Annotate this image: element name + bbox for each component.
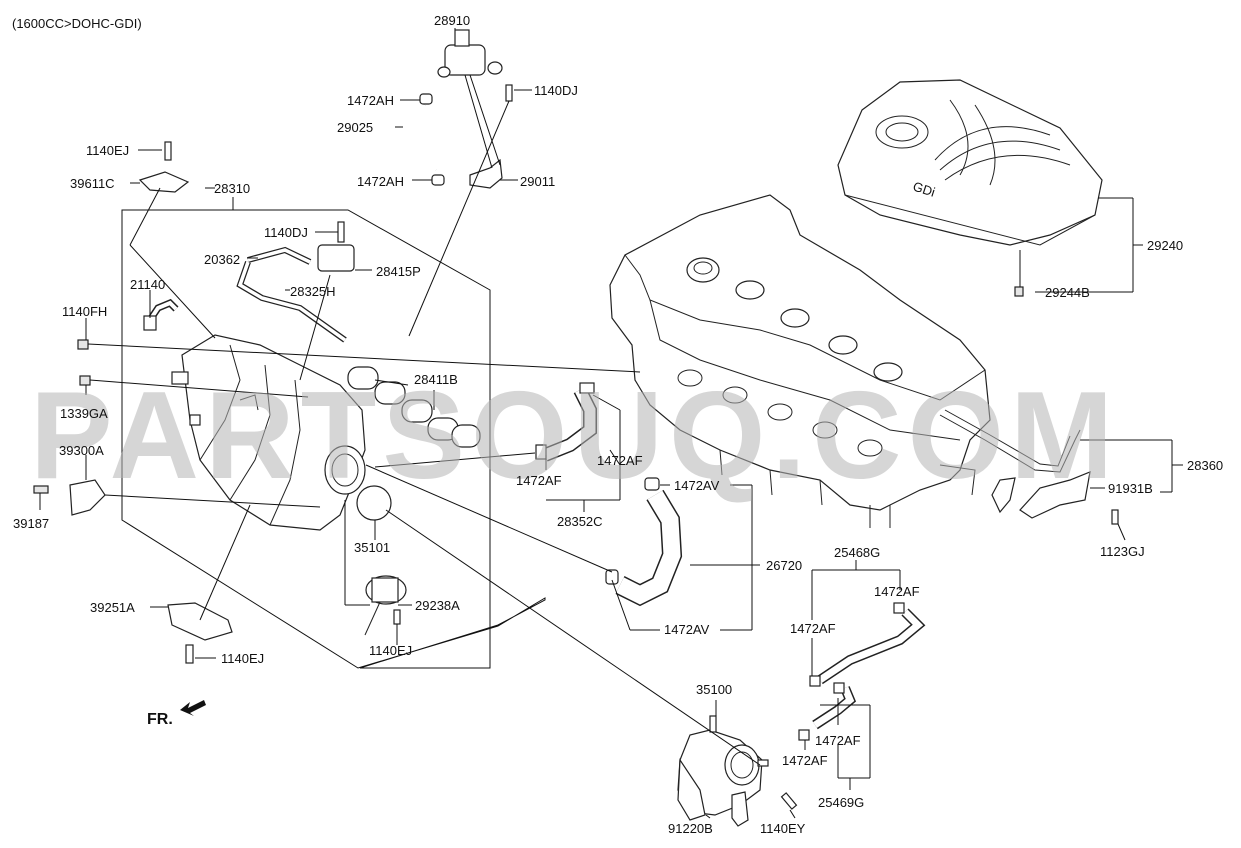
- bracket-39611c: [138, 171, 190, 193]
- bracket-39251a: [167, 602, 233, 641]
- part-label-39300a[interactable]: 39300A: [59, 443, 104, 458]
- bracket-28360-drawing: [939, 409, 1119, 525]
- clamp-1472av-lower: [605, 569, 619, 585]
- part-21140-drawing: [143, 315, 157, 331]
- part-label-1339ga[interactable]: 1339GA: [60, 406, 108, 421]
- bolt-39187: [33, 485, 49, 494]
- bracket-29011: [469, 158, 503, 189]
- part-label-1472av[interactable]: 1472AV: [664, 622, 710, 637]
- part-label-1140ej[interactable]: 1140EJ: [369, 643, 412, 658]
- manifold-group-outline: [121, 209, 546, 669]
- part-label-26720[interactable]: 26720: [766, 558, 802, 573]
- part-label-1140dj[interactable]: 1140DJ: [264, 225, 308, 240]
- part-label-29025[interactable]: 29025: [337, 120, 373, 135]
- part-label-1472ah[interactable]: 1472AH: [357, 174, 404, 189]
- part-label-25469g[interactable]: 25469G: [818, 795, 864, 810]
- part-label-1140ej[interactable]: 1140EJ: [221, 651, 264, 666]
- clamp-1472af-25469g-a: [833, 682, 845, 694]
- part-label-39251a[interactable]: 39251A: [90, 600, 135, 615]
- part-label-39187[interactable]: 39187: [13, 516, 49, 531]
- part-label-28910[interactable]: 28910: [434, 13, 470, 28]
- part-label-28415p[interactable]: 28415P: [376, 264, 421, 279]
- part-label-1472af[interactable]: 1472AF: [874, 584, 920, 599]
- intake-manifold-drawing: [171, 334, 366, 531]
- oring-drawing: [356, 485, 392, 521]
- part-label-1472af[interactable]: 1472AF: [790, 621, 836, 636]
- front-arrow-icon: [180, 700, 206, 716]
- valve-28415p-drawing: [317, 221, 355, 272]
- part-label-28411b[interactable]: 28411B: [414, 372, 458, 387]
- part-label-1472af[interactable]: 1472AF: [516, 473, 562, 488]
- engine-block-drawing: [609, 194, 991, 528]
- part-label-25468g[interactable]: 25468G: [834, 545, 880, 560]
- leader-lines: [39, 28, 1183, 819]
- part-label-1123gj[interactable]: 1123GJ: [1100, 544, 1145, 559]
- clamp-1472af-25468g-a: [893, 602, 905, 614]
- watermark: PARTSOUQ.COM: [30, 367, 1119, 505]
- clamp-1472av-upper: [644, 477, 660, 491]
- gasket-drawing: [347, 366, 481, 448]
- part-label-29011[interactable]: 29011: [520, 174, 555, 189]
- clamp-1472af-25468g-b: [809, 675, 821, 687]
- part-label-35101[interactable]: 35101: [354, 540, 390, 555]
- part-label-28310[interactable]: 28310: [214, 181, 250, 196]
- bolt-1140ej-bottom: [185, 644, 194, 664]
- sensor-39300a: [69, 479, 106, 516]
- throttle-body-drawing: [677, 715, 769, 827]
- part-label-29238a[interactable]: 29238A: [415, 598, 460, 613]
- part-label-1140dj[interactable]: 1140DJ: [534, 83, 578, 98]
- part-label-21140[interactable]: 21140: [130, 277, 165, 292]
- part-label-29240[interactable]: 29240: [1147, 238, 1183, 253]
- bolt-1140ey: [780, 792, 798, 810]
- part-label-1472av[interactable]: 1472AV: [674, 478, 720, 493]
- part-label-35100[interactable]: 35100: [696, 682, 732, 697]
- part-label-28360[interactable]: 28360: [1187, 458, 1223, 473]
- part-label-29244b[interactable]: 29244B: [1045, 285, 1090, 300]
- front-direction-label: FR.: [147, 711, 173, 728]
- bolt-1140ej-top: [164, 141, 172, 161]
- engine-badge: GDi: [911, 179, 937, 200]
- part-label-91220b[interactable]: 91220B: [668, 821, 713, 836]
- purge-valve-drawing: [437, 29, 503, 78]
- clamp-1472af-upper: [579, 382, 595, 394]
- part-label-39611c[interactable]: 39611C: [70, 176, 115, 191]
- clamp-1472af-lower: [535, 444, 547, 460]
- part-label-1472ah[interactable]: 1472AH: [347, 93, 394, 108]
- part-label-91931b[interactable]: 91931B: [1108, 481, 1153, 496]
- part-label-1140fh[interactable]: 1140FH: [62, 304, 107, 319]
- bolt-1140fh: [77, 339, 89, 350]
- bolt-1140dj-top: [505, 84, 513, 102]
- engine-cover-drawing: GDi: [837, 79, 1103, 297]
- part-label-1472af[interactable]: 1472AF: [815, 733, 861, 748]
- part-label-1140ey[interactable]: 1140EY: [760, 821, 806, 836]
- part-label-1472af[interactable]: 1472AF: [597, 453, 643, 468]
- part-label-28352c[interactable]: 28352C: [557, 514, 603, 529]
- part-label-20362[interactable]: 20362: [204, 252, 240, 267]
- part-labels: 28910 1472AH 1140DJ 29025 1472AH 29011 1…: [13, 13, 1223, 836]
- part-label-28325h[interactable]: 28325H: [290, 284, 336, 299]
- actuator-drawing: [364, 575, 407, 636]
- engine-variant-header: (1600CC>DOHC-GDI): [12, 16, 142, 31]
- clamp-1472ah-bottom: [431, 174, 445, 186]
- clamp-1472af-25469g-b: [798, 729, 810, 741]
- part-label-1140ej[interactable]: 1140EJ: [86, 143, 129, 158]
- clamp-1472ah-top: [419, 93, 433, 105]
- part-label-1472af[interactable]: 1472AF: [782, 753, 828, 768]
